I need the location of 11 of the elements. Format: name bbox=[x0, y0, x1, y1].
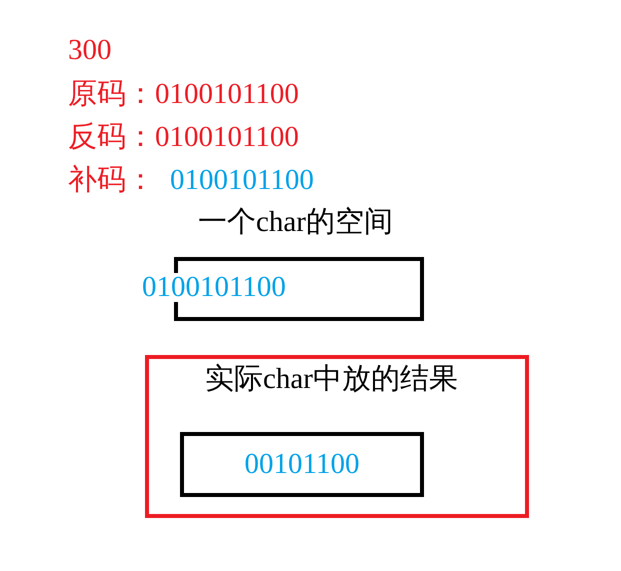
code-label: 补码： bbox=[68, 166, 155, 195]
number-label: 300 bbox=[68, 36, 112, 65]
memory-box bbox=[180, 432, 424, 497]
code-line: 原码：0100101100 bbox=[68, 80, 299, 109]
result-frame bbox=[145, 355, 529, 518]
frame-heading: 实际char中放的结果 bbox=[205, 365, 458, 394]
binary-value: 00101100 bbox=[244, 450, 360, 479]
box-heading: 一个char的空间 bbox=[198, 208, 393, 237]
code-line: 反码：0100101100 bbox=[68, 123, 299, 152]
binary-value: 0100101100 bbox=[142, 273, 286, 302]
binary-value: 0100101100 bbox=[170, 166, 314, 195]
